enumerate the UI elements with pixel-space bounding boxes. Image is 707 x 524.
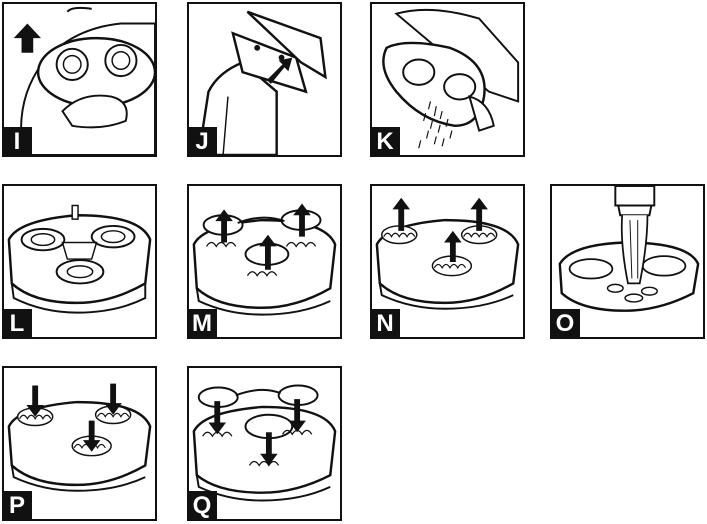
panel-label: I — [2, 127, 32, 157]
panel-label: Q — [187, 491, 217, 521]
panel-o: O — [550, 184, 705, 339]
panel-i: I — [2, 2, 157, 157]
panel-j: J — [187, 2, 342, 157]
panel-label: L — [2, 309, 32, 339]
panel-label: N — [370, 309, 400, 339]
panel-q: Q — [187, 366, 342, 521]
arrow-up-icon — [14, 23, 41, 52]
panel-label: O — [550, 309, 580, 339]
panel-k: K — [370, 2, 525, 157]
panel-label: M — [187, 309, 217, 339]
panel-p: P — [2, 366, 157, 521]
panel-label: P — [2, 491, 32, 521]
panel-label: K — [370, 127, 400, 157]
panel-n: N — [370, 184, 525, 339]
panel-l: L — [2, 184, 157, 339]
panel-label: J — [187, 127, 217, 157]
panel-m: M — [187, 184, 342, 339]
